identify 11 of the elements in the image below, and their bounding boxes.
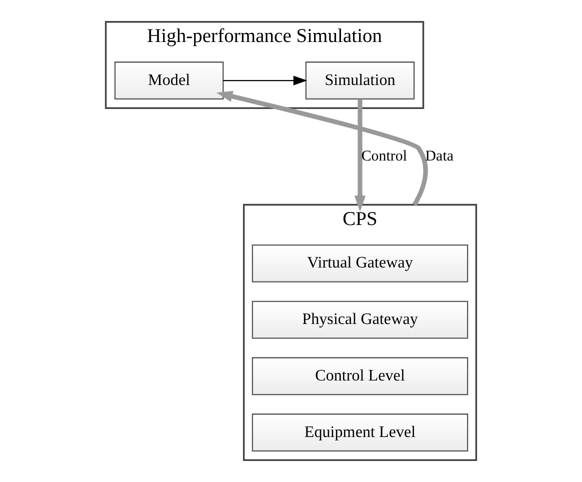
edge-label: Data <box>425 148 454 164</box>
node-box: Physical Gateway <box>252 300 468 339</box>
node-box: Control Level <box>252 357 468 396</box>
node-box: Model <box>114 62 224 100</box>
edge-label: Control <box>361 148 407 164</box>
arrow <box>223 76 308 86</box>
node-box: Simulation <box>305 62 415 100</box>
arrow <box>354 99 366 212</box>
node-box: Equipment Level <box>252 414 468 452</box>
node-box: Virtual Gateway <box>252 244 468 282</box>
arrow <box>216 90 428 206</box>
